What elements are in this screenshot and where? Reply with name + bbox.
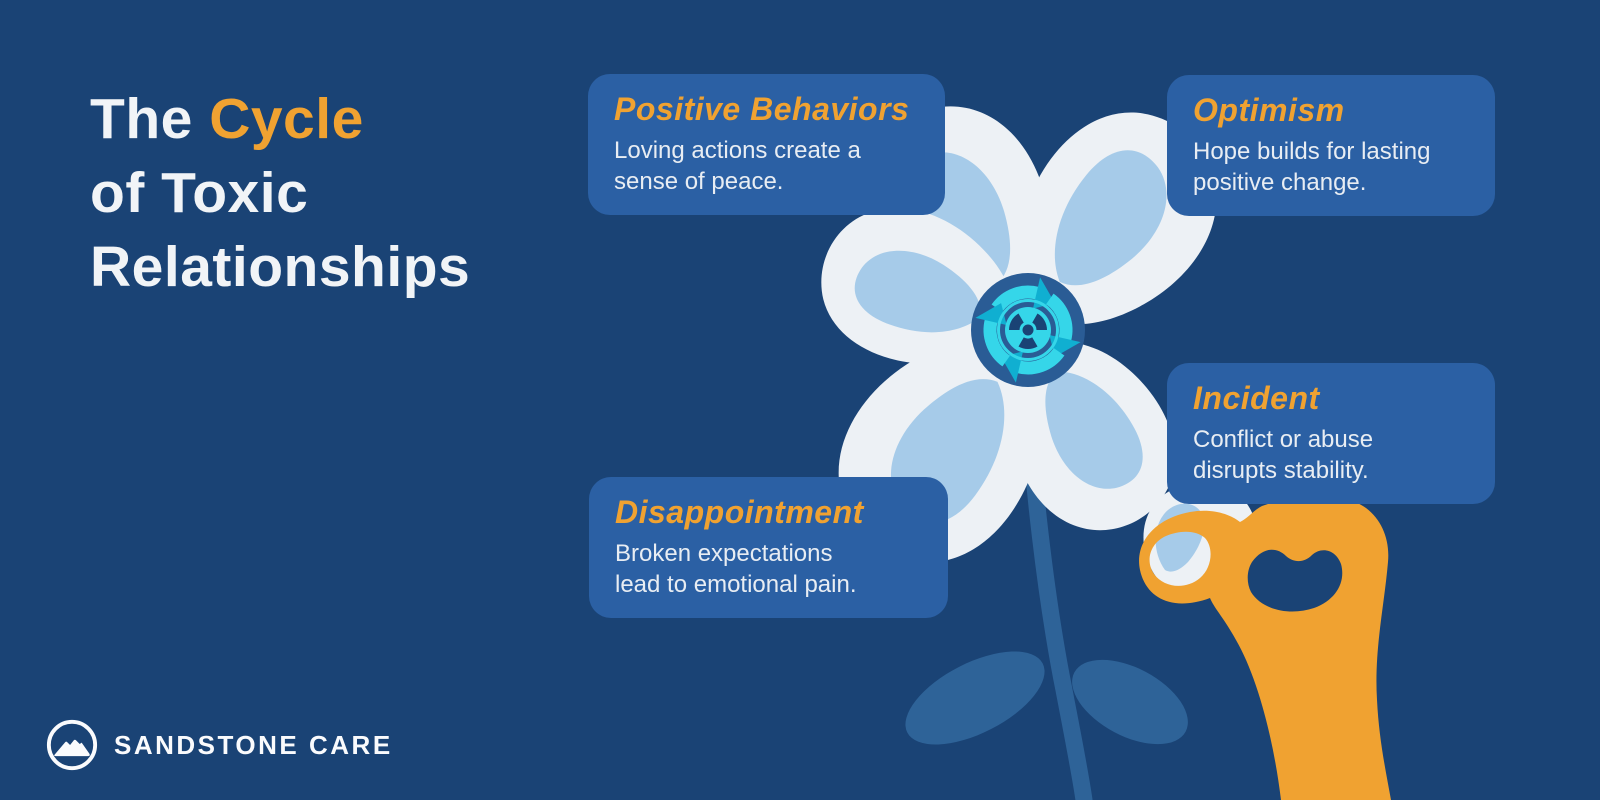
stage-card-positive-behaviors: Positive Behaviors Loving actions create… — [588, 74, 945, 215]
title-word-cycle: Cycle — [209, 87, 364, 151]
stage-card-optimism: Optimism Hope builds for lasting positiv… — [1167, 75, 1495, 216]
cycle-arrows-icon — [971, 273, 1085, 387]
page-title: The Cycle of Toxic Relationships — [90, 82, 470, 304]
brand-footer: SANDSTONE CARE — [45, 718, 393, 772]
stage-title: Positive Behaviors — [614, 91, 910, 127]
stage-card-incident: Incident Conflict or abuse disrupts stab… — [1167, 363, 1495, 504]
title-line-3: Relationships — [90, 235, 471, 299]
radiation-icon — [997, 299, 1059, 361]
stage-description: Hope builds for lasting positive change. — [1193, 138, 1431, 196]
stage-description: Conflict or abuse disrupts stability. — [1193, 426, 1374, 484]
stage-description: Loving actions create a sense of peace. — [614, 137, 861, 195]
mountain-circle-icon — [46, 719, 98, 771]
title-line-1: The Cycle — [90, 82, 470, 156]
stage-title: Disappointment — [615, 494, 864, 530]
flower-leaves — [905, 651, 1188, 745]
stage-title: Optimism — [1193, 92, 1345, 128]
stage-description: Broken expectations lead to emotional pa… — [615, 540, 857, 598]
title-line-2: of Toxic — [90, 161, 309, 225]
stage-card-disappointment: Disappointment Broken expectations lead … — [589, 477, 948, 618]
brand-name: SANDSTONE CARE — [114, 729, 393, 760]
hand-plucking-petal — [1139, 495, 1391, 800]
stage-title: Incident — [1193, 380, 1320, 416]
title-word-the: The — [90, 87, 193, 151]
